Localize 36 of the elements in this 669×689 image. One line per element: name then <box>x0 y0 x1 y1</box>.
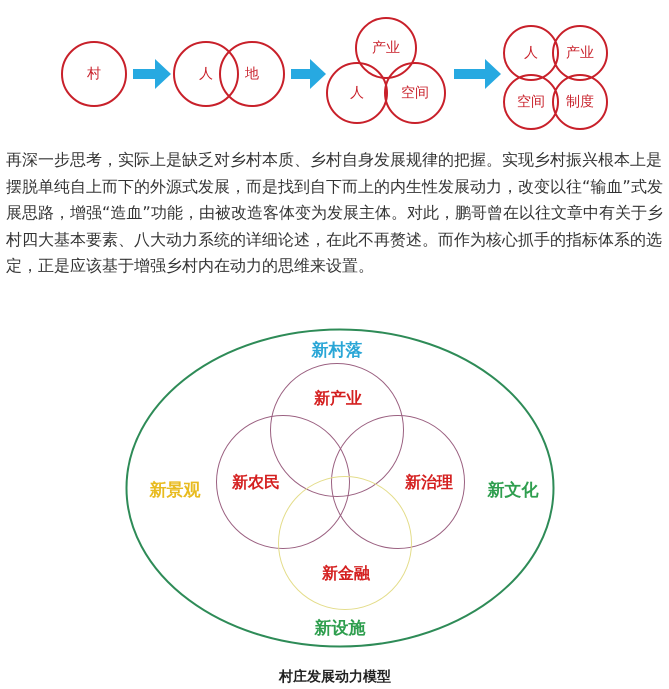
venn-circle <box>216 415 350 549</box>
region-label: 新景观 <box>150 480 200 502</box>
circle-label: 新农民 <box>232 472 280 494</box>
region-label: 新设施 <box>314 618 366 640</box>
circle-label: 制度 <box>566 93 594 111</box>
circle <box>219 41 285 107</box>
circle-label: 新金融 <box>322 564 370 584</box>
circle-label: 人 <box>350 84 364 102</box>
circle-label: 空间 <box>401 84 429 102</box>
circle <box>355 17 417 79</box>
circle <box>61 41 127 107</box>
outer-ellipse <box>125 328 555 648</box>
circle-label: 产业 <box>566 44 594 62</box>
arrow <box>133 59 171 89</box>
circle-label: 地 <box>245 65 259 83</box>
circle <box>552 74 608 130</box>
circle <box>503 25 559 81</box>
circle <box>173 41 239 107</box>
circle-label: 人 <box>199 65 213 83</box>
region-label: 新村落 <box>312 340 362 362</box>
circle <box>326 62 388 124</box>
region-label: 新文化 <box>488 480 538 502</box>
circle-label: 产业 <box>372 39 400 57</box>
circle <box>384 62 446 124</box>
paragraph: 再深一步思考，实际上是缺乏对乡村本质、乡村自身发展规律的把握。实现乡村振兴根本上是摆脱单纯自上而下的外源式发展，而是找到自下而上的内生性发展动力，改变以往“输血”式发展思路，增强“造血”功能，由被改造客体变为发展主体。对此，鹏哥曾在以往文章中有关于乡村四大基本要素、八大动力系统的详细论述，在此不再赘述。而作为核心抓手的指标体系的选定，正是应该基于增强乡村内在动力的思维来设置。 <box>6 149 664 277</box>
caption: 村庄发展动力模型 <box>279 668 391 686</box>
circle-label: 村 <box>87 65 101 83</box>
arrow <box>454 59 501 89</box>
circle-label: 新治理 <box>405 472 453 494</box>
arrow <box>291 59 326 89</box>
venn-circle <box>331 415 465 549</box>
circle-label: 新产业 <box>314 388 362 410</box>
circle <box>552 25 608 81</box>
circle-label: 人 <box>524 44 538 62</box>
circle-label: 空间 <box>517 93 545 111</box>
circle <box>503 74 559 130</box>
